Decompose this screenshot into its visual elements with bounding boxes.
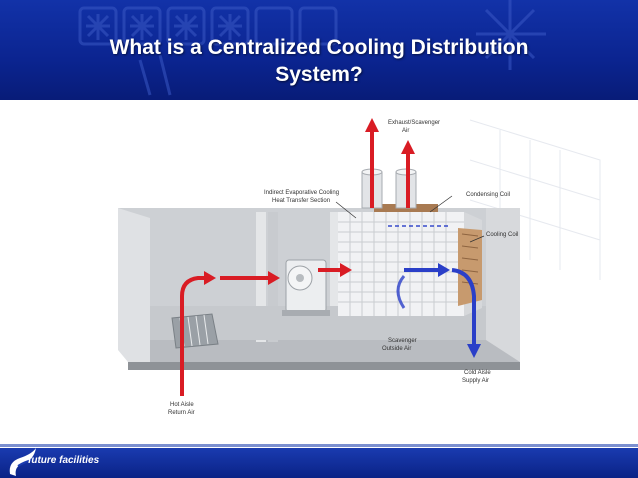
footer-bar — [0, 448, 638, 478]
background-grid — [469, 119, 601, 280]
label-exhaust-2: Air — [402, 128, 409, 134]
label-leaders — [335, 195, 485, 243]
housing-front-edge — [128, 362, 520, 370]
cooling-system-diagram: Exhaust/Scavenger Air Indirect Evaporati… — [118, 118, 601, 416]
label-scavenger-1: Scavenger — [388, 338, 417, 344]
label-cooling: Cooling Coil — [486, 232, 518, 238]
label-hot-1: Hot Aisle — [170, 402, 194, 408]
future-facilities-logo-icon — [9, 448, 36, 476]
title-banner: What is a Centralized Cooling Distributi… — [0, 0, 638, 100]
label-scavenger-2: Outside Air — [382, 346, 411, 352]
snowflake-pattern — [78, 0, 546, 96]
label-condensing: Condensing Coil — [466, 192, 510, 198]
label-exhaust-1: Exhaust/Scavenger — [388, 120, 440, 126]
housing-right-wall — [486, 208, 520, 362]
floor-grille — [171, 313, 219, 349]
footer-divider — [0, 444, 638, 447]
cooling-coil — [458, 228, 482, 306]
partition-3 — [330, 212, 338, 336]
label-hot-2: Return Air — [168, 410, 195, 416]
cold-air-arrows — [388, 225, 481, 358]
fan-unit — [282, 259, 330, 316]
footer-brand: future facilities — [28, 455, 100, 466]
slide-title: What is a Centralized Cooling Distributi… — [0, 34, 638, 88]
label-cold-1: Cold Aisle — [464, 370, 491, 376]
housing-left-wall — [118, 208, 150, 362]
hot-air-arrows — [180, 118, 415, 396]
label-cold-2: Supply Air — [462, 378, 489, 384]
label-indirect-1: Indirect Evaporative Cooling — [264, 190, 339, 196]
title-line-1: What is a Centralized Cooling Distributi… — [109, 36, 529, 59]
label-indirect-2: Heat Transfer Section — [272, 198, 330, 204]
title-line-2: System? — [275, 63, 363, 86]
